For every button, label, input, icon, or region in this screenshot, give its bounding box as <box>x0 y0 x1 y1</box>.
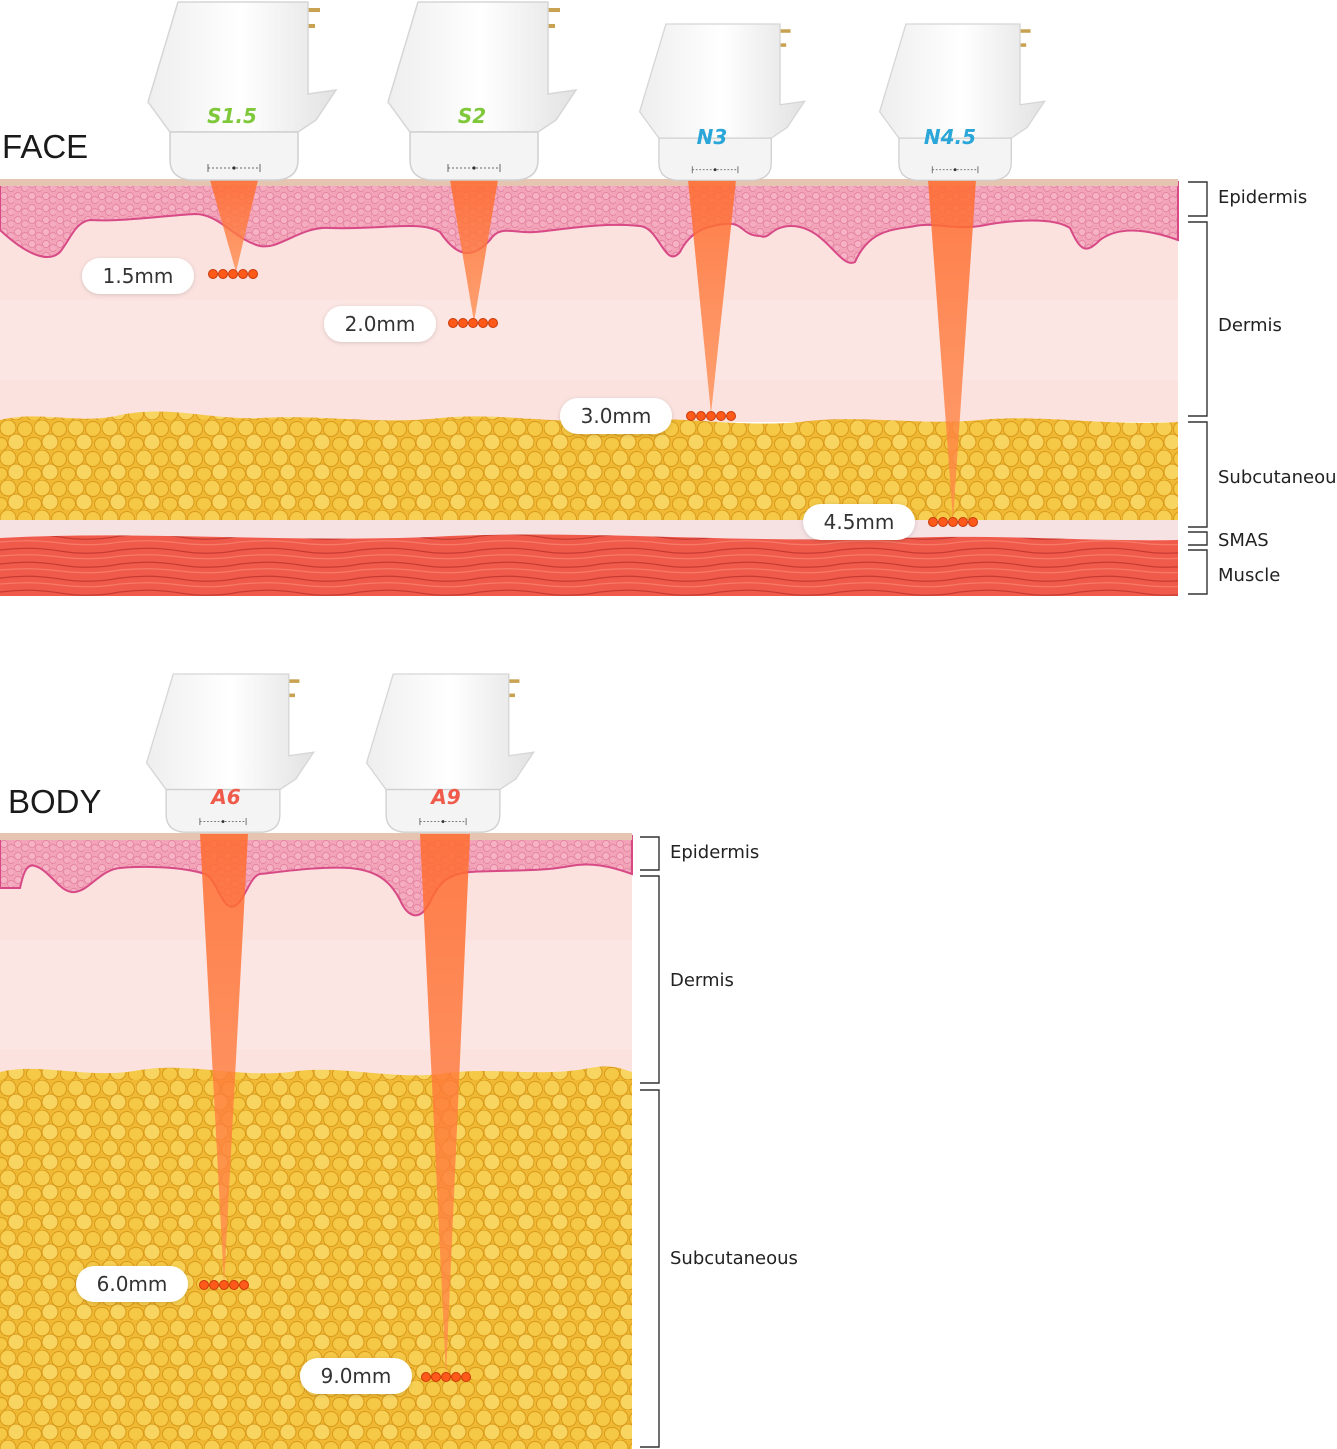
transducer-icon: S1.5 <box>147 1 337 181</box>
body-title: BODY <box>8 783 102 820</box>
beam-n4-5 <box>928 180 976 520</box>
face-transducers: S1.5 S2 N3 N4.5 <box>147 1 1046 181</box>
svg-text:9.0mm: 9.0mm <box>321 1364 392 1388</box>
transducer-icon: N3 <box>638 23 806 181</box>
face-title: FACE <box>2 128 88 165</box>
body-depth-labels: 6.0mm 9.0mm <box>76 1266 412 1394</box>
body-focal-points <box>199 1280 471 1382</box>
svg-text:1.5mm: 1.5mm <box>103 264 174 288</box>
face-label-epidermis: Epidermis <box>1218 187 1307 208</box>
transducer-label-s2: S2 <box>458 104 486 128</box>
face-label-dermis: Dermis <box>1218 315 1282 336</box>
svg-text:2.0mm: 2.0mm <box>345 312 416 336</box>
beam-s2 <box>450 180 498 322</box>
body-stratum-corneum <box>0 833 632 840</box>
face-focal-points <box>208 269 978 527</box>
transducer-icon: S2 <box>387 1 577 181</box>
focal-point-s1-5 <box>208 269 258 279</box>
transducer-label-s1-5: S1.5 <box>207 104 257 128</box>
face-depth-labels: 1.5mm 2.0mm 3.0mm 4.5mm <box>82 258 915 540</box>
focal-point-n3 <box>686 411 736 421</box>
transducer-label-n4-5: N4.5 <box>924 125 976 149</box>
face-epidermis-layer <box>0 181 1179 264</box>
face-layer-legend: Epidermis Dermis Subcutaneous SMAS Muscl… <box>1188 181 1337 595</box>
svg-text:6.0mm: 6.0mm <box>97 1272 168 1296</box>
transducer-icon: A6 <box>145 673 315 833</box>
depth-label-a9: 9.0mm <box>300 1358 412 1394</box>
transducer-label-a9: A9 <box>429 785 460 809</box>
face-label-muscle: Muscle <box>1218 565 1280 586</box>
depth-label-s2: 2.0mm <box>324 306 436 342</box>
face-muscle-layer <box>0 534 1178 596</box>
svg-text:4.5mm: 4.5mm <box>824 510 895 534</box>
face-label-subcutaneous: Subcutaneous <box>1218 467 1337 488</box>
beam-a9 <box>420 834 470 1376</box>
body-section: BODY <box>0 673 798 1449</box>
face-section: FACE <box>0 1 1337 596</box>
focal-point-s2 <box>448 318 498 328</box>
depth-label-n4-5: 4.5mm <box>803 504 915 540</box>
body-beams <box>200 834 470 1376</box>
face-label-smas: SMAS <box>1218 530 1269 551</box>
body-label-subcutaneous: Subcutaneous <box>670 1248 798 1269</box>
face-beams <box>210 180 976 520</box>
transducer-label-n3: N3 <box>697 125 728 149</box>
beam-a6 <box>200 834 248 1284</box>
body-transducers: A6 A9 <box>145 673 535 833</box>
focal-point-n4-5 <box>928 517 978 527</box>
svg-text:3.0mm: 3.0mm <box>581 404 652 428</box>
focal-point-a9 <box>421 1372 471 1382</box>
depth-label-s1-5: 1.5mm <box>82 258 194 294</box>
face-subcutaneous-layer <box>0 411 1178 530</box>
transducer-label-a6: A6 <box>209 785 240 809</box>
body-layer-legend: Epidermis Dermis Subcutaneous <box>640 836 798 1448</box>
transducer-icon: N4.5 <box>878 23 1046 181</box>
depth-label-n3: 3.0mm <box>560 398 672 434</box>
depth-label-a6: 6.0mm <box>76 1266 188 1302</box>
body-epidermis-layer <box>0 835 633 917</box>
transducer-icon: A9 <box>365 673 535 833</box>
focal-point-a6 <box>199 1280 249 1290</box>
body-label-dermis: Dermis <box>670 970 734 991</box>
face-stratum-corneum <box>0 179 1178 186</box>
beam-n3 <box>688 180 736 414</box>
body-label-epidermis: Epidermis <box>670 842 759 863</box>
beam-s1-5 <box>210 180 258 272</box>
body-subcutaneous-layer <box>0 1066 632 1449</box>
